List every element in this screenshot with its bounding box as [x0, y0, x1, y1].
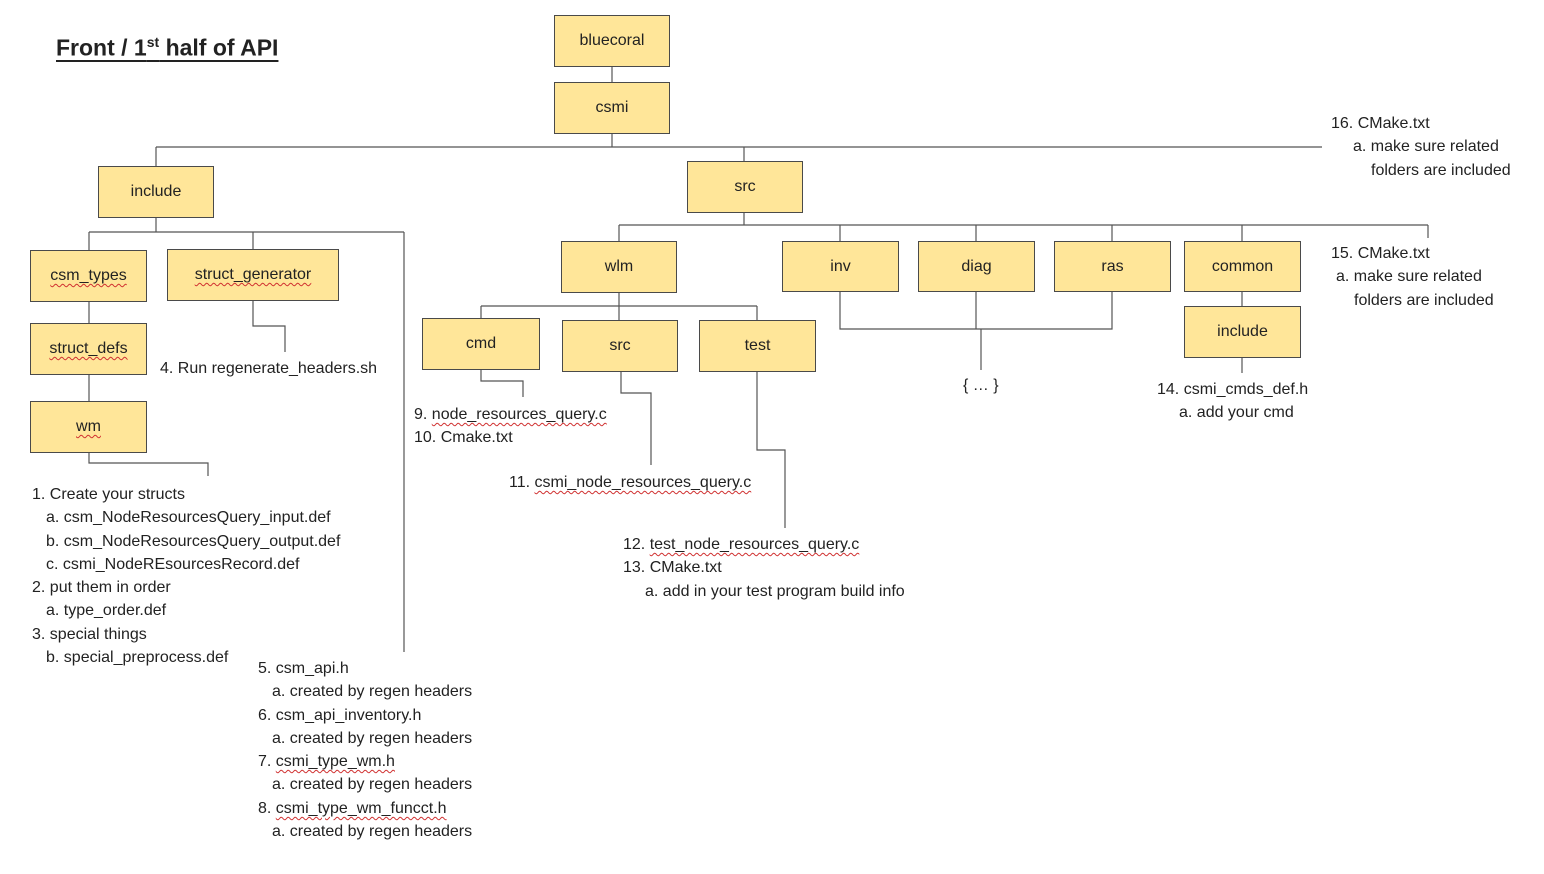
node-include: include	[98, 166, 214, 218]
note-step-14: 14. csmi_cmds_def.h a. add your cmd	[1157, 381, 1309, 422]
page-title: Front / 1st half of API	[56, 34, 279, 61]
node-wlm-src: src	[562, 320, 678, 372]
note-step-16: 16. CMake.txt a. make sure related folde…	[1331, 115, 1511, 179]
note-steps-5-8: 5. csm_api.h a. created by regen headers…	[258, 660, 473, 841]
note-ellipsis: { … }	[963, 377, 999, 394]
note-step-4: 4. Run regenerate_headers.sh	[160, 360, 378, 377]
note-steps-9-10: 9. node_resources_query.c 10. Cmake.txt	[414, 406, 607, 447]
node-bluecoral: bluecoral	[554, 15, 670, 67]
node-struct-generator: struct_generator	[167, 249, 339, 301]
note-step-15: 15. CMake.txt a. make sure related folde…	[1331, 245, 1494, 309]
node-diag: diag	[918, 241, 1035, 292]
note-steps-12-13: 12. test_node_resources_query.c 13. CMak…	[623, 536, 905, 600]
node-common: common	[1184, 241, 1301, 292]
node-test: test	[699, 320, 816, 372]
node-struct-defs: struct_defs	[30, 323, 147, 375]
node-common-include: include	[1184, 306, 1301, 358]
node-csmi: csmi	[554, 82, 670, 134]
node-wm: wm	[30, 401, 147, 453]
node-csm-types: csm_types	[30, 250, 147, 302]
node-cmd: cmd	[422, 318, 540, 370]
node-inv: inv	[782, 241, 899, 292]
note-steps-1-3: 1. Create your structs a. csm_NodeResour…	[32, 486, 341, 667]
node-src: src	[687, 161, 803, 213]
note-step-11: 11. csmi_node_resources_query.c	[509, 474, 752, 491]
node-ras: ras	[1054, 241, 1171, 292]
node-wlm: wlm	[561, 241, 677, 293]
